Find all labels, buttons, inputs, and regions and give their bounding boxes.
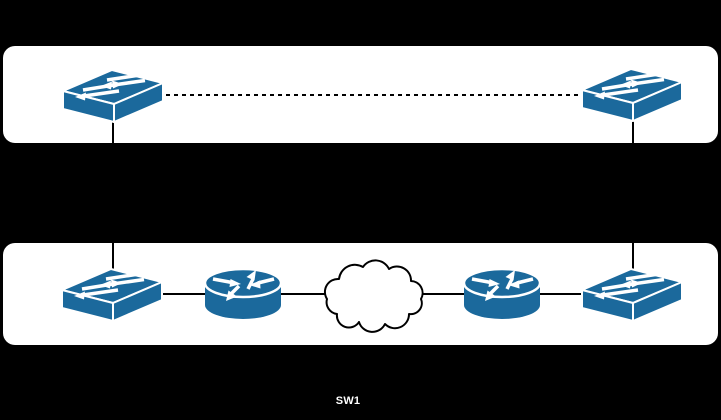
router-left-icon	[203, 267, 283, 321]
switch-bottom-right-icon	[580, 265, 684, 323]
switch-top-left-icon	[61, 66, 165, 124]
device-label-sw1: SW1	[335, 395, 361, 407]
switch-bottom-left-icon	[60, 265, 164, 323]
router-right-icon	[462, 267, 542, 321]
switch-top-right-icon	[580, 65, 684, 123]
wan-cloud-icon	[317, 257, 429, 333]
